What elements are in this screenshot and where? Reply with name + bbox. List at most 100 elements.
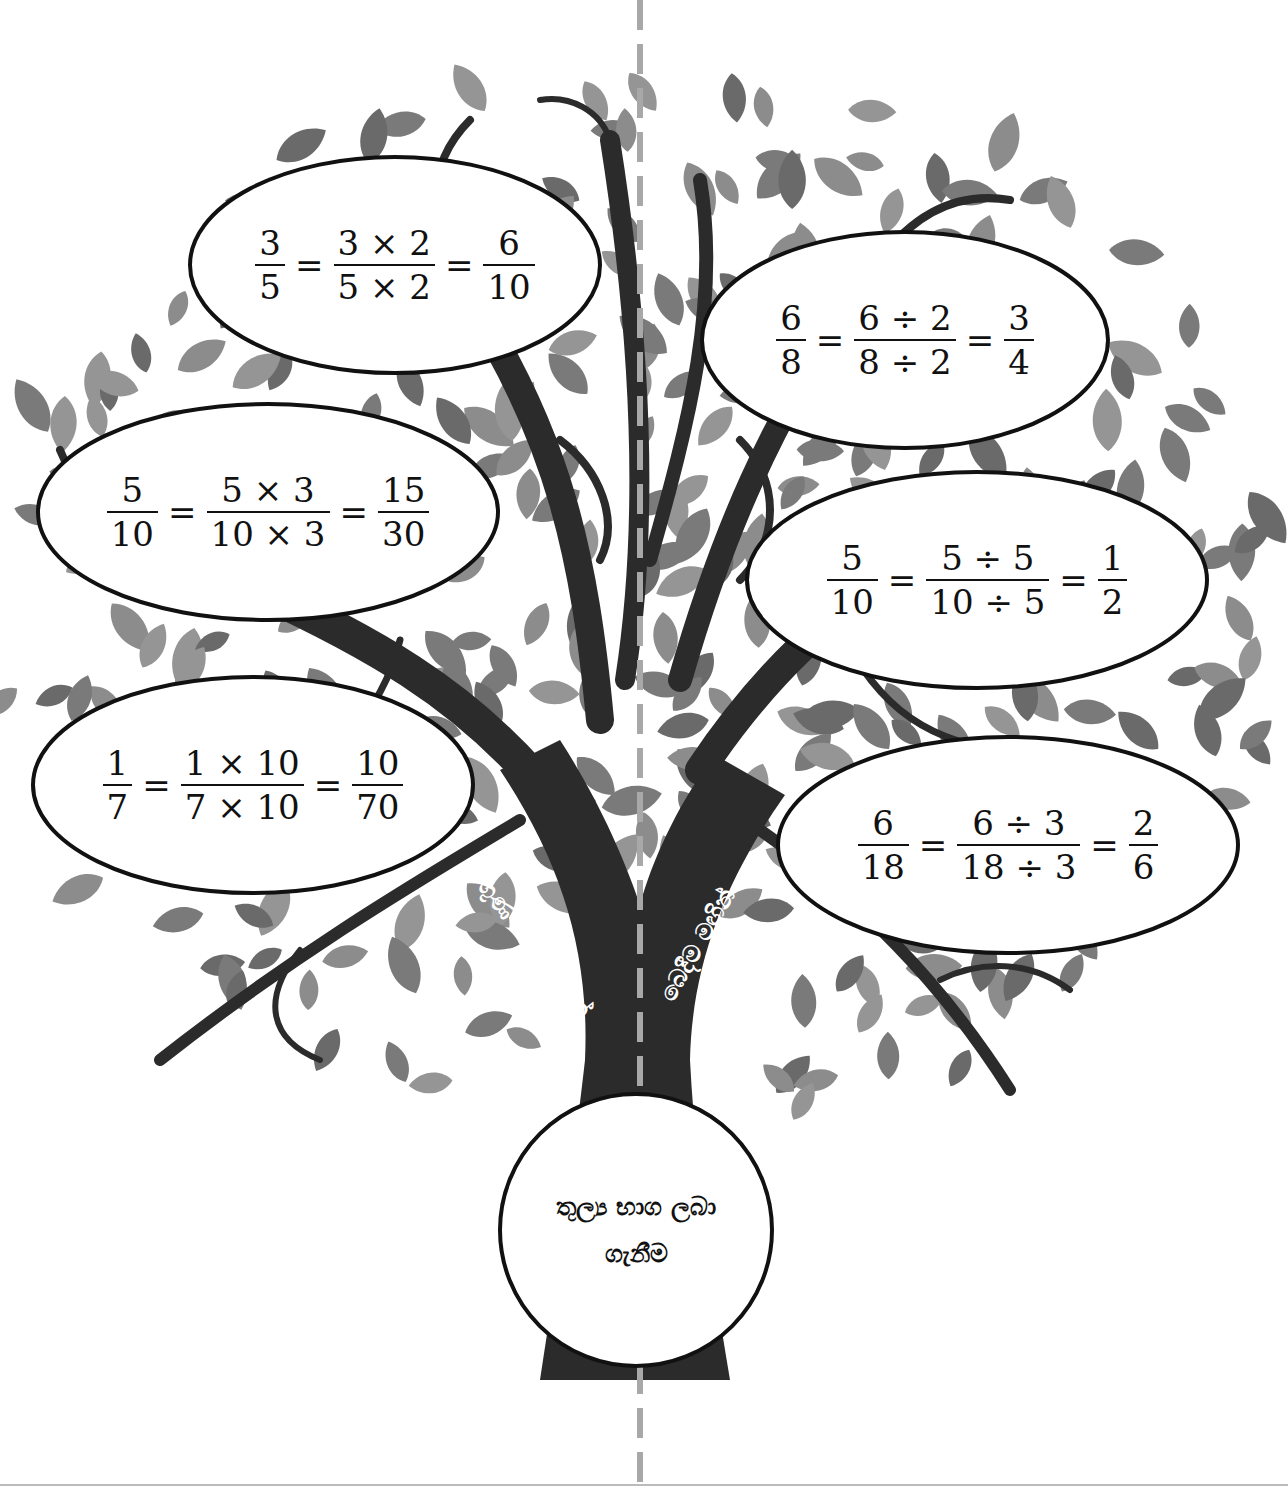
denominator: 5 — [255, 264, 285, 309]
equals-sign: = — [340, 492, 369, 532]
leaf — [1152, 423, 1198, 487]
leaf — [1179, 304, 1200, 348]
leaf — [1187, 701, 1228, 760]
equation: 510=5 ÷ 510 ÷ 5=12 — [825, 537, 1130, 624]
equation-ellipse: 17=1 × 107 × 10=1070 — [31, 675, 475, 895]
leaf — [848, 99, 897, 124]
leaf — [1187, 381, 1231, 422]
leaf — [844, 148, 886, 174]
leaf — [230, 897, 278, 935]
leaf — [689, 399, 741, 453]
leaf — [379, 1037, 415, 1086]
leaf — [49, 395, 78, 453]
equation-ellipse: 35=3 × 25 × 2=610 — [188, 155, 602, 375]
fraction: 17 — [103, 742, 133, 829]
leaf — [407, 1070, 453, 1096]
leaf — [528, 679, 580, 706]
node-content: 68=6 ÷ 28 ÷ 2=34 — [700, 230, 1110, 450]
leaf — [751, 85, 777, 129]
leaf — [747, 143, 811, 208]
leaf — [444, 57, 496, 118]
leaf — [778, 150, 805, 209]
leaf — [785, 1079, 822, 1125]
leaf — [4, 372, 60, 439]
node-content: 35=3 × 25 × 2=610 — [188, 155, 602, 375]
leaf — [47, 866, 109, 913]
denominator: 10 — [483, 264, 534, 309]
equals-sign: = — [1059, 560, 1088, 600]
equation-ellipse: 510=5 ÷ 510 ÷ 5=12 — [745, 470, 1209, 690]
fraction: 35 — [255, 222, 285, 309]
numerator: 3 × 2 — [334, 222, 435, 265]
equals-sign: = — [1090, 825, 1119, 865]
equals-sign: = — [966, 320, 995, 360]
equation-ellipse: 68=6 ÷ 28 ÷ 2=34 — [700, 230, 1110, 450]
leaf — [791, 1065, 840, 1096]
node-content: 510=5 ÷ 510 ÷ 5=12 — [745, 470, 1209, 690]
equals-sign: = — [295, 245, 324, 285]
leaf — [1101, 330, 1169, 385]
fraction: 3 × 25 × 2 — [334, 222, 435, 309]
leaf — [790, 702, 848, 741]
fraction: 26 — [1129, 802, 1159, 889]
fraction: 34 — [1004, 297, 1034, 384]
leaf — [877, 1032, 900, 1080]
node-content: 17=1 × 107 × 10=1070 — [31, 675, 475, 895]
denominator: 18 ÷ 3 — [957, 844, 1080, 889]
leaf — [654, 708, 711, 744]
node-content: තුල්‍ය භාග ලබා ගැනීම — [498, 1092, 774, 1368]
title-circle: තුල්‍ය භාග ලබා ගැනීම — [498, 1092, 774, 1368]
node-content: 510=5 × 310 × 3=1530 — [36, 402, 500, 622]
bottom-rule — [0, 1484, 1288, 1486]
leaf — [757, 1058, 800, 1099]
equals-sign: = — [445, 245, 474, 285]
leaf — [452, 955, 474, 996]
denominator: 10 — [107, 511, 158, 556]
equation-ellipse: 510=5 × 310 × 3=1530 — [36, 402, 500, 622]
fraction: 618 — [858, 802, 909, 889]
denominator: 8 — [776, 339, 806, 384]
numerator: 5 — [837, 537, 867, 580]
leaf — [850, 989, 890, 1037]
fraction: 6 ÷ 28 ÷ 2 — [854, 297, 955, 384]
leaf — [1039, 171, 1083, 232]
denominator: 8 ÷ 2 — [854, 339, 955, 384]
denominator: 4 — [1004, 339, 1034, 384]
leaf — [981, 108, 1027, 176]
fraction: 1530 — [378, 469, 429, 556]
equation: 35=3 × 25 × 2=610 — [253, 222, 536, 309]
equals-sign: = — [168, 492, 197, 532]
leaf — [742, 896, 795, 924]
leaf — [127, 331, 156, 375]
fraction: 68 — [776, 297, 806, 384]
numerator: 6 — [494, 222, 524, 265]
numerator: 6 ÷ 2 — [854, 297, 955, 340]
equals-sign: = — [142, 765, 171, 805]
fraction: 12 — [1098, 537, 1128, 624]
leaf — [646, 268, 691, 330]
equation: 510=5 × 310 × 3=1530 — [105, 469, 432, 556]
leaf — [461, 1005, 516, 1044]
leaf — [1233, 713, 1278, 756]
equals-sign: = — [816, 320, 845, 360]
numerator: 6 ÷ 3 — [968, 802, 1069, 845]
leaf — [517, 599, 556, 650]
denominator: 18 — [858, 844, 909, 889]
numerator: 1 — [1098, 537, 1128, 580]
numerator: 1 — [103, 742, 133, 785]
denominator: 10 — [827, 579, 878, 624]
denominator: 7 — [103, 784, 133, 829]
fraction: 5 ÷ 510 ÷ 5 — [926, 537, 1049, 624]
leaf — [1229, 518, 1276, 560]
leaf — [709, 165, 746, 209]
numerator: 5 — [118, 469, 148, 512]
node-content: 618=6 ÷ 318 ÷ 3=26 — [776, 735, 1240, 955]
leaf — [306, 1024, 347, 1076]
equation: 618=6 ÷ 318 ÷ 3=26 — [856, 802, 1161, 889]
denominator: 10 × 3 — [207, 511, 330, 556]
numerator: 5 ÷ 5 — [937, 537, 1038, 580]
equation: 17=1 × 107 × 10=1070 — [101, 742, 406, 829]
fraction: 5 × 310 × 3 — [207, 469, 330, 556]
equation-ellipse: 618=6 ÷ 318 ÷ 3=26 — [776, 735, 1240, 955]
fraction: 610 — [483, 222, 534, 309]
